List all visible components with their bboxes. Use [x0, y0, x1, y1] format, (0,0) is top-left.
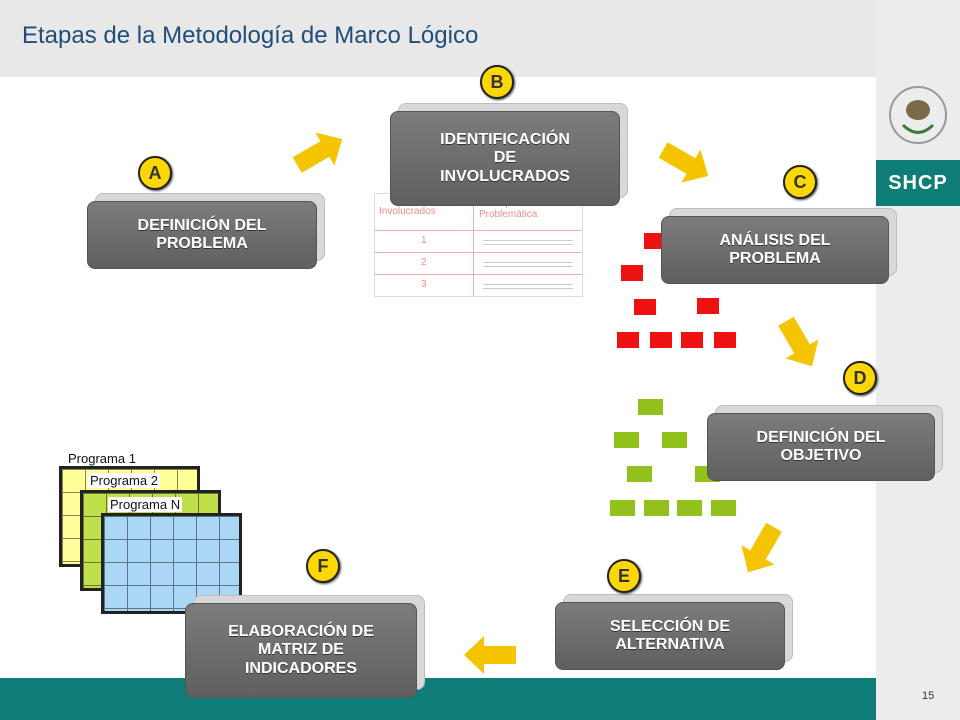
stage-e-letter: E	[607, 559, 641, 593]
problem-tree-block	[714, 332, 736, 348]
arrow-b-to-c-icon	[658, 142, 709, 183]
stage-a-box: DEFINICIÓN DEL PROBLEMA	[87, 201, 317, 269]
stage-e-box: SELECCIÓN DE ALTERNATIVA	[555, 602, 785, 670]
objective-tree-block	[627, 466, 652, 482]
table-header-involucrados: Involucrados	[379, 206, 436, 217]
problem-tree-block	[681, 332, 703, 348]
program-label-1: Programa 1	[66, 451, 138, 466]
problem-tree-block	[617, 332, 639, 348]
problem-tree-block	[644, 233, 666, 249]
arrow-d-to-e-icon	[741, 522, 782, 573]
stage-f-box: ELABORACIÓN DE MATRIZ DE INDICADORES	[185, 603, 417, 698]
objective-tree-block	[644, 500, 669, 516]
arrow-c-to-d-icon	[778, 316, 819, 367]
objective-tree-block	[662, 432, 687, 448]
objective-tree-block	[677, 500, 702, 516]
stage-c-box: ANÁLISIS DEL PROBLEMA	[661, 216, 889, 284]
program-label-2: Programa 2	[88, 473, 160, 488]
header-bar	[0, 0, 876, 77]
objective-tree-block	[610, 500, 635, 516]
table-row-number: 3	[421, 279, 427, 290]
objective-tree-block	[711, 500, 736, 516]
objective-tree-block	[614, 432, 639, 448]
page-number: 15	[922, 690, 935, 702]
stage-d-letter: D	[843, 361, 877, 395]
problem-tree-block	[634, 299, 656, 315]
problem-tree-block	[650, 332, 672, 348]
stage-b-letter: B	[480, 65, 514, 99]
coat-of-arms-icon	[889, 86, 947, 144]
page-title: Etapas de la Metodología de Marco Lógico	[22, 22, 479, 49]
stage-a-letter: A	[138, 156, 172, 190]
stage-f-letter: F	[306, 549, 340, 583]
stage-c-letter: C	[783, 165, 817, 199]
program-matrix-n	[101, 513, 242, 614]
shcp-badge: SHCP	[876, 160, 960, 206]
problem-tree-block	[697, 298, 719, 314]
footer-bar	[0, 678, 876, 720]
side-panel	[876, 0, 960, 720]
arrow-a-to-b-icon	[292, 132, 343, 173]
stage-b-box: IDENTIFICACIÓN DE INVOLUCRADOS	[390, 111, 620, 206]
stage-d-box: DEFINICIÓN DEL OBJETIVO	[707, 413, 935, 481]
arrow-e-to-f-icon	[464, 636, 516, 674]
involucrados-table: Involucrados Percepción de la Problemáti…	[374, 193, 583, 297]
table-row-number: 2	[421, 257, 427, 268]
problem-tree-block	[621, 265, 643, 281]
program-label-n: Programa N	[108, 497, 183, 512]
objective-tree-block	[638, 399, 663, 415]
table-row-number: 1	[421, 235, 427, 246]
